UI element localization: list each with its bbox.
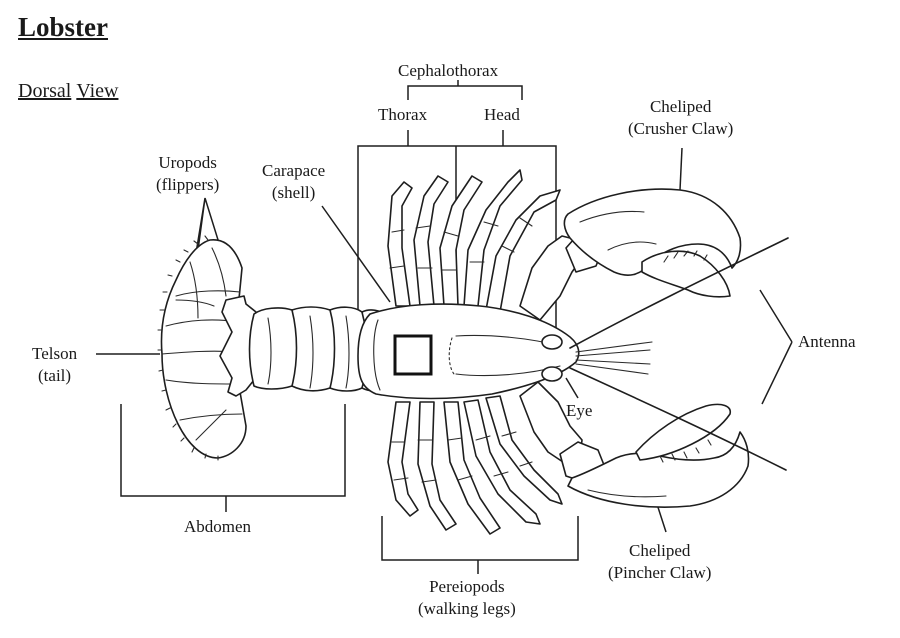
antenna-leader bbox=[759, 289, 793, 405]
label-antenna: Antenna bbox=[798, 331, 856, 353]
antenna-lower bbox=[569, 367, 787, 471]
label-telson: Telson (tail) bbox=[32, 343, 77, 387]
label-eye: Eye bbox=[566, 400, 592, 422]
label-uropods-line2: (flippers) bbox=[156, 175, 220, 194]
cheliped-crusher-leader bbox=[679, 147, 683, 191]
label-pereiopods-line1: Pereiopods bbox=[429, 577, 505, 596]
label-telson-line1: Telson bbox=[32, 344, 78, 363]
carapace bbox=[357, 303, 580, 400]
tail-fan bbox=[157, 235, 247, 461]
label-uropods-line1: Uropods bbox=[158, 153, 217, 172]
walking-legs-top bbox=[387, 169, 561, 313]
label-cheliped-crusher: Cheliped (Crusher Claw) bbox=[628, 96, 733, 140]
label-pereiopods: Pereiopods (walking legs) bbox=[418, 576, 516, 620]
walking-legs-bottom bbox=[387, 395, 563, 535]
label-eye-text: Eye bbox=[566, 401, 593, 420]
subtitle-word-view: View bbox=[76, 80, 119, 102]
diagram-title: Lobster bbox=[18, 12, 108, 42]
eye-lower bbox=[541, 366, 563, 382]
label-head: Head bbox=[484, 104, 520, 126]
label-cheliped-pincher: Cheliped (Pincher Claw) bbox=[608, 540, 711, 584]
diagram-subtitle: Dorsal View bbox=[18, 78, 118, 104]
eye-leader bbox=[565, 377, 579, 399]
carapace-leader bbox=[321, 205, 391, 303]
head-features bbox=[541, 237, 789, 471]
eye-upper bbox=[541, 334, 563, 350]
label-cheliped-crusher-line1: Cheliped bbox=[649, 97, 712, 116]
label-cheliped-pincher-line2: (Pincher Claw) bbox=[608, 563, 712, 582]
pereiopods-bracket bbox=[381, 516, 579, 574]
label-thorax: Thorax bbox=[378, 104, 427, 126]
cephalothorax-bracket bbox=[407, 80, 523, 100]
label-cheliped-crusher-line2: (Crusher Claw) bbox=[628, 119, 734, 138]
label-telson-line2: (tail) bbox=[38, 366, 72, 385]
crusher-claw bbox=[519, 188, 742, 321]
label-abdomen-text: Abdomen bbox=[184, 517, 252, 536]
label-carapace-line1: Carapace bbox=[262, 161, 326, 180]
label-cephalothorax: Cephalothorax bbox=[398, 60, 498, 82]
subtitle-word-dorsal: Dorsal bbox=[18, 80, 72, 102]
label-uropods: Uropods (flippers) bbox=[156, 152, 219, 196]
label-abdomen: Abdomen bbox=[184, 516, 251, 538]
carapace-highlight-box bbox=[393, 334, 433, 376]
label-antenna-text: Antenna bbox=[798, 332, 856, 351]
label-head-text: Head bbox=[484, 105, 520, 124]
antenna-upper bbox=[569, 237, 789, 349]
antennules bbox=[575, 341, 653, 375]
pincher-claw bbox=[519, 381, 750, 508]
label-carapace-line2: (shell) bbox=[271, 183, 316, 202]
label-pereiopods-line2: (walking legs) bbox=[418, 599, 516, 618]
label-thorax-text: Thorax bbox=[378, 105, 428, 124]
label-cheliped-pincher-line1: Cheliped bbox=[629, 541, 691, 560]
label-cephalothorax-text: Cephalothorax bbox=[398, 61, 499, 80]
label-carapace: Carapace (shell) bbox=[262, 160, 325, 204]
abdomen-bracket bbox=[120, 404, 346, 512]
